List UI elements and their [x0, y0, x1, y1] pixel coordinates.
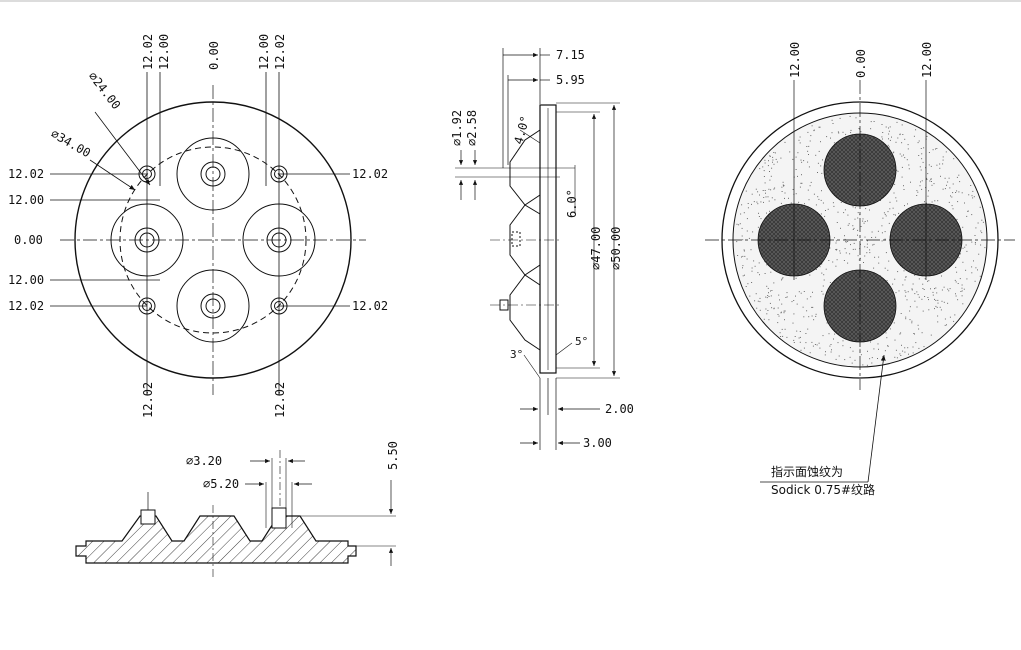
dim-7-15: 7.15 [556, 48, 585, 62]
dim-dia-2-58: ⌀2.58 [465, 110, 479, 146]
dim-dia-3-20: ⌀3.20 [186, 454, 222, 468]
tex-dim-right: 12.00 [920, 42, 934, 78]
angle-3: 3° [510, 348, 523, 361]
angle-4-0: 4.0° [511, 114, 532, 146]
dim-top-0-00: 0.00 [207, 41, 221, 70]
tex-dim-mid: 0.00 [854, 49, 868, 78]
dim-dia-24: ⌀24.00 [86, 69, 124, 112]
dim-left-12-02-bot: 12.02 [8, 299, 44, 313]
bottom-view-labels: ⌀3.20 ⌀5.20 5.50 [186, 441, 400, 491]
dim-2-00: 2.00 [605, 402, 634, 416]
dim-right-12-02-top: 12.02 [352, 167, 388, 181]
dim-left-12-00-top: 12.00 [8, 193, 44, 207]
texture-view [705, 80, 1015, 483]
dim-top-12-00-b: 12.00 [257, 34, 271, 70]
dim-left-12-00-bot: 12.00 [8, 273, 44, 287]
dim-right-12-02-bot: 12.02 [352, 299, 388, 313]
dim-left-12-02-top: 12.02 [8, 167, 44, 181]
dim-bottom-12-02-b: 12.02 [273, 382, 287, 418]
texture-view-labels: 12.00 0.00 12.00 指示面蚀纹为 Sodick 0.75#纹路 [771, 42, 934, 497]
texture-note-line1: 指示面蚀纹为 [771, 464, 843, 479]
dim-top-12-02-a: 12.02 [141, 34, 155, 70]
dim-3-00: 3.00 [583, 436, 612, 450]
bottom-section-view [75, 450, 396, 580]
section-view-labels: 7.15 5.95 ⌀1.92 ⌀2.58 4.0° 6.0° ⌀47.00 ⌀… [450, 48, 634, 450]
dim-top-12-00-a: 12.00 [157, 34, 171, 70]
dim-5-95: 5.95 [556, 73, 585, 87]
tex-dim-left: 12.00 [788, 42, 802, 78]
dim-left-0-00: 0.00 [14, 233, 43, 247]
dim-top-12-02-b: 12.02 [273, 34, 287, 70]
texture-note-line2: Sodick 0.75#纹路 [771, 482, 875, 497]
dim-dia-47: ⌀47.00 [589, 227, 603, 270]
angle-6-0: 6.0° [565, 189, 579, 218]
top-border [0, 0, 1021, 2]
dim-dia-1-92: ⌀1.92 [450, 110, 464, 146]
angle-5: 5° [575, 335, 588, 348]
lens-top [176, 137, 250, 211]
front-view [50, 72, 366, 395]
dim-dia-34: ⌀34.00 [49, 126, 94, 160]
section-view [455, 48, 620, 450]
dim-bottom-12-02-a: 12.02 [141, 382, 155, 418]
front-view-labels: 12.02 12.00 0.00 12.00 12.02 12.02 12.02… [8, 34, 388, 418]
dim-dia-50: ⌀50.00 [609, 227, 623, 270]
dim-5-50: 5.50 [386, 441, 400, 470]
dim-dia-5-20: ⌀5.20 [203, 477, 239, 491]
lens-bottom [176, 269, 250, 343]
